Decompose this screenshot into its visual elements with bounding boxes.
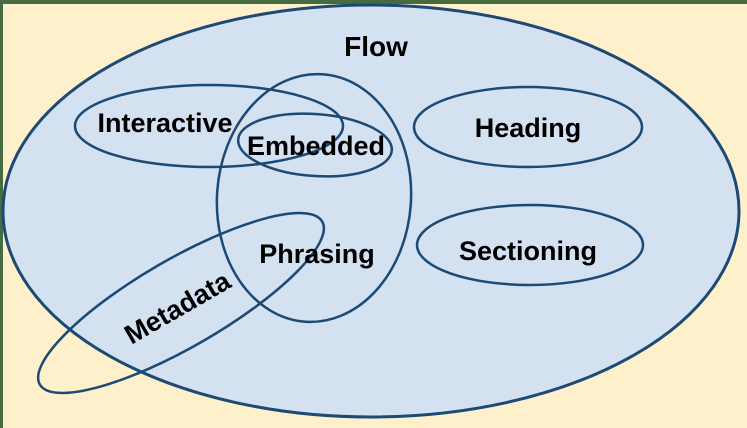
heading-ellipse — [412, 85, 644, 169]
page-border-left — [0, 0, 3, 428]
heading-label: Heading — [475, 113, 582, 143]
embedded-label: Embedded — [247, 131, 385, 161]
interactive-label: Interactive — [97, 108, 232, 138]
flow-label: Flow — [344, 31, 408, 62]
sectioning-label: Sectioning — [459, 236, 597, 266]
embedded-ellipse — [236, 112, 394, 178]
phrasing-ellipse — [215, 72, 413, 324]
page-border-top — [0, 0, 747, 4]
interactive-ellipse — [73, 83, 345, 169]
phrasing-label: Phrasing — [259, 239, 375, 269]
metadata-ellipse — [36, 211, 326, 395]
flow-ellipse — [1, 3, 741, 419]
sectioning-ellipse — [415, 203, 645, 287]
